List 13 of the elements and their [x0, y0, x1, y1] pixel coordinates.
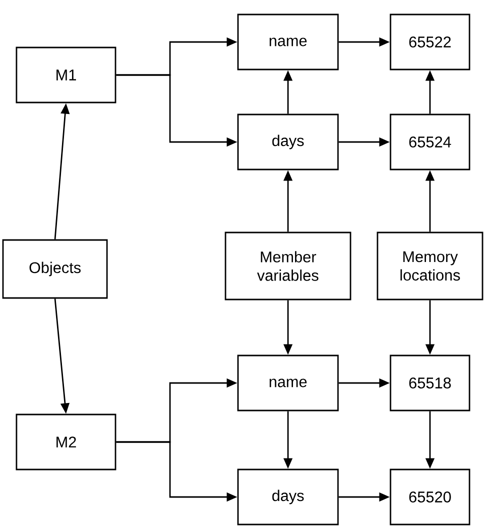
box: M1	[16, 46, 116, 104]
box: name	[237, 14, 339, 70]
box: Objects	[2, 239, 108, 299]
box: 65518	[390, 354, 470, 412]
box: Memory locations	[376, 232, 484, 300]
box: 65522	[390, 14, 470, 70]
box: name	[237, 354, 339, 412]
box: days	[237, 468, 339, 526]
box: M2	[16, 414, 116, 470]
box: 65520	[390, 468, 470, 526]
box: Member variables	[224, 232, 352, 300]
box: days	[237, 114, 339, 170]
box: 65524	[390, 114, 470, 170]
